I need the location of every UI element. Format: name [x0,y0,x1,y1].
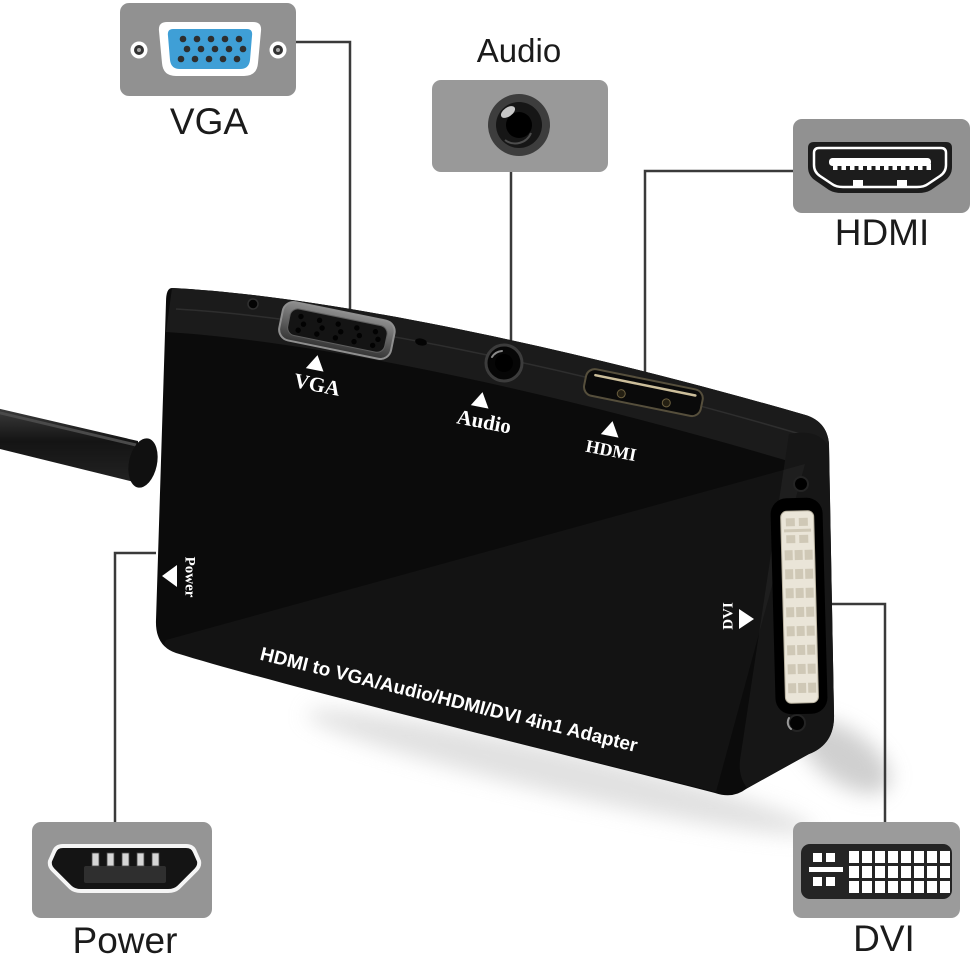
hdmi-callout-line [643,169,793,381]
hdmi-callout [793,119,970,213]
device-vga-port [278,300,396,360]
power-callout [32,822,212,918]
micro-usb-connector-icon [47,844,202,893]
callout-lines [113,40,887,822]
vga-marker-triangle-icon [305,355,324,372]
device-screw-hole-right-top [793,476,809,492]
device-top-seam [175,308,801,435]
device-port-markers [162,355,754,629]
vga-connector-icon [130,22,287,76]
hdmi-connector-icon [808,142,952,193]
device-mic-hole [415,338,427,346]
vga-callout-line [296,40,352,316]
hdmi-marker-triangle-icon [600,421,619,438]
device-dvi-label: DVI [720,602,737,630]
device-power-label: Power [181,556,198,598]
dvi-callout [793,822,960,918]
vga-callout [120,3,296,96]
dvi-callout-title: DVI [853,918,915,959]
device-dvi-port [770,497,828,715]
power-marker-triangle-icon [162,565,177,587]
device-screw-hole-top [247,298,259,310]
power-callout-line [113,551,156,822]
audio-marker-triangle-icon [470,392,489,409]
audio-callout-title: Audio [476,32,562,69]
dvi-marker-triangle-icon [739,609,754,629]
power-callout-title: Power [72,920,178,960]
device-audio-port [484,343,524,383]
audio-callout [432,80,608,172]
dvi-connector-icon [801,844,952,899]
device-hdmi-port [583,368,704,418]
adapter-device [155,288,835,796]
vga-callout-title: VGA [169,101,249,142]
hdmi-callout-title: HDMI [834,212,930,253]
device-screw-hole-right-bottom [788,714,806,732]
attached-cable [0,408,158,488]
audio-jack-icon [488,94,550,156]
